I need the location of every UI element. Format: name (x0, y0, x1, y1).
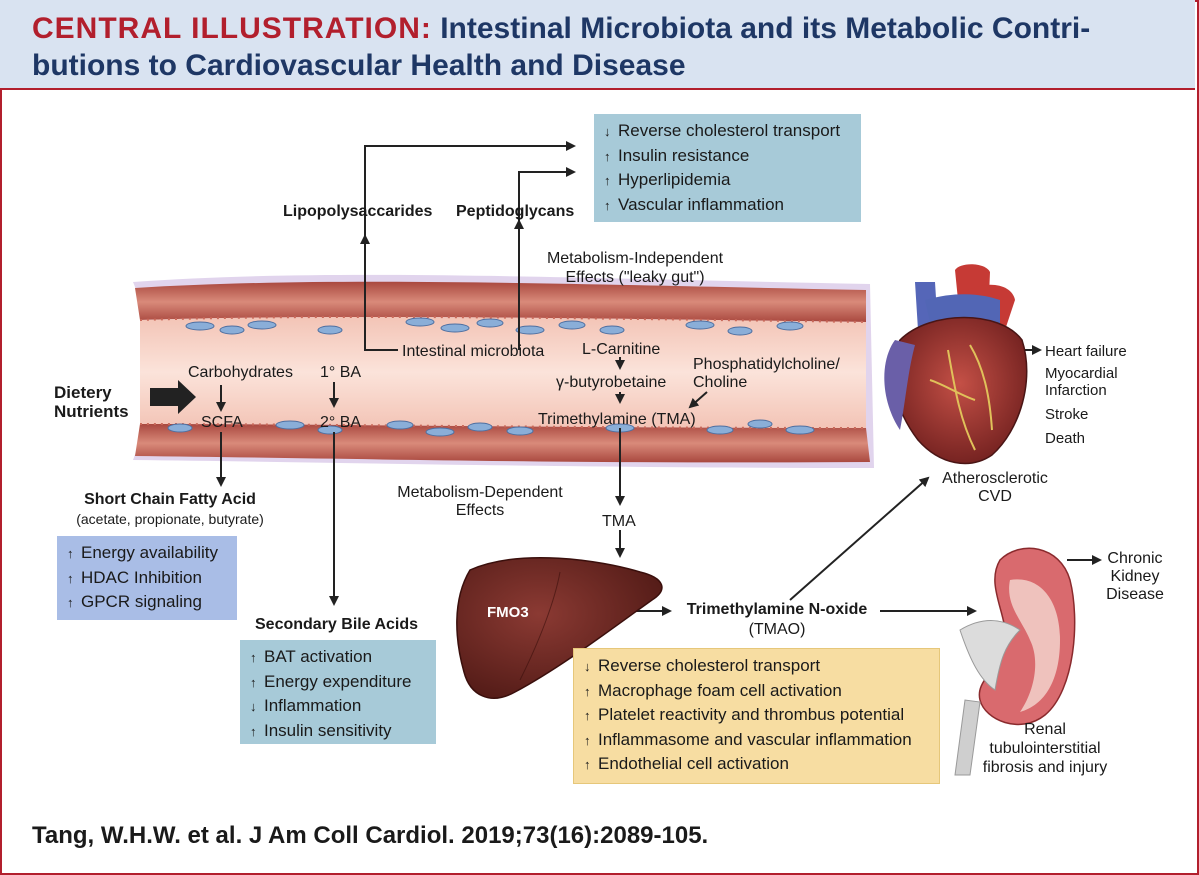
label-death: Death (1045, 430, 1086, 447)
box-item: ↓Reverse cholesterol transport (584, 656, 821, 675)
metab-dep-line1: Metabolism-Dependent (397, 484, 563, 501)
dietary-line2: Nutrients (54, 402, 129, 421)
mi-line2: Infarction (1045, 382, 1107, 399)
box-item: ↑GPCR signaling (67, 592, 202, 611)
kidney-illustration (954, 547, 1076, 776)
box-item: ↓Inflammation (250, 696, 362, 715)
title-main: Intestinal Microbiota and its Metabolic … (440, 12, 1091, 45)
box-item: ↑Energy expenditure (250, 671, 412, 691)
label-ckd: Chronic Kidney Disease (1100, 550, 1170, 604)
label-lipopolysaccharides: Lipopolysaccarides (283, 203, 433, 220)
label-dietary-nutrients: Dietery Nutrients (54, 383, 129, 421)
liver-illustration (456, 557, 663, 699)
metab-indep-line2: Effects ("leaky gut") (565, 269, 705, 286)
box-item: ↑Vascular inflammation (604, 194, 784, 214)
dietary-line1: Dietery (54, 383, 112, 402)
renal-line2: tubulointerstitial (989, 740, 1101, 757)
athero-line2: CVD (978, 488, 1012, 505)
metab-dep-line2: Effects (455, 502, 505, 519)
ckd-line1: Chronic (1107, 550, 1163, 567)
ckd-line3: Disease (1106, 586, 1164, 603)
mi-line1: Myocardial (1045, 365, 1118, 382)
label-1-ba: 1° BA (320, 364, 362, 381)
box-item: ↓Reverse cholesterol transport (604, 121, 841, 140)
renal-line1: Renal (1024, 721, 1066, 738)
box-item: ↑Platelet reactivity and thrombus potent… (584, 705, 905, 724)
box-item: ↑Insulin resistance (604, 145, 750, 165)
label-2-ba: 2° BA (320, 414, 362, 431)
box-leaky-gut-effects: ↓Reverse cholesterol transport ↑Insulin … (594, 114, 861, 222)
label-heart-failure: Heart failure (1045, 343, 1127, 360)
box-item: ↑Endothelial cell activation (584, 754, 789, 773)
label-metabolism-independent: Metabolism-Independent Effects ("leaky g… (530, 249, 740, 287)
label-stroke: Stroke (1045, 406, 1089, 423)
renal-line3: fibrosis and injury (982, 759, 1108, 776)
box-item: ↑Inflammasome and vascular inflammation (584, 729, 912, 749)
phosphatidyl-line1: Phosphatidylcholine/ (693, 356, 840, 373)
label-scfa-sub: (acetate, propionate, butyrate) (76, 511, 264, 527)
box-item: ↑HDAC Inhibition (67, 567, 202, 587)
intestine-illustration (133, 274, 874, 468)
figure-title: CENTRAL ILLUSTRATION: Intestinal Microbi… (32, 10, 1172, 84)
box-item: ↑Hyperlipidemia (604, 170, 731, 189)
label-tma: TMA (602, 513, 636, 530)
connector-arrows (216, 141, 1102, 616)
label-scfa: SCFA (201, 414, 243, 431)
label-renal: Renal tubulointerstitial fibrosis and in… (960, 720, 1130, 777)
label-tmao: Trimethylamine N-oxide (TMAO) (672, 600, 882, 640)
label-tma-full: Trimethylamine (TMA) (538, 411, 696, 428)
label-metabolism-dependent: Metabolism-Dependent Effects (380, 484, 580, 520)
label-scfa-title: Short Chain Fatty Acid (84, 491, 256, 508)
label-secondary-bile-acids: Secondary Bile Acids (255, 616, 419, 633)
tmao-line2: (TMAO) (748, 621, 806, 638)
box-item: ↑Insulin sensitivity (250, 720, 392, 740)
box-item: ↑Energy availability (67, 543, 219, 562)
header-banner: CENTRAL ILLUSTRATION: Intestinal Microbi… (0, 0, 1195, 90)
ckd-line2: Kidney (1110, 568, 1160, 585)
box-scfa-effects: ↑Energy availability ↑HDAC Inhibition ↑G… (57, 536, 237, 620)
label-phosphatidylcholine: Phosphatidylcholine/ Choline (693, 356, 840, 392)
label-atherosclerotic-cvd: Atherosclerotic CVD (925, 470, 1065, 506)
label-gamma-butyrobetaine: γ-butyrobetaine (556, 374, 667, 391)
title-prefix: CENTRAL ILLUSTRATION: (32, 12, 432, 45)
tmao-line1: Trimethylamine N-oxide (686, 601, 868, 618)
label-carbohydrates: Carbohydrates (188, 364, 293, 381)
label-peptidoglycans: Peptidoglycans (456, 203, 575, 220)
box-item: ↑BAT activation (250, 647, 373, 666)
athero-line1: Atherosclerotic (942, 470, 1048, 487)
label-intestinal-microbiota: Intestinal microbiota (402, 343, 545, 360)
title-main-line2: butions to Cardiovascular Health and Dis… (32, 49, 686, 82)
citation: Tang, W.H.W. et al. J Am Coll Cardiol. 2… (32, 822, 709, 849)
box-bile-effects: ↑BAT activation ↑Energy expenditure ↓Inf… (240, 640, 436, 744)
box-tmao-effects: ↓Reverse cholesterol transport ↑Macropha… (573, 648, 940, 784)
phosphatidyl-line2: Choline (693, 374, 748, 391)
metab-indep-line1: Metabolism-Independent (546, 250, 724, 267)
dietary-arrow (150, 380, 196, 414)
box-item: ↑Macrophage foam cell activation (584, 680, 842, 700)
heart-illustration (884, 264, 1028, 465)
label-myocardial-infarction: Myocardial Infarction (1045, 365, 1118, 399)
label-fmo3: FMO3 (487, 604, 529, 621)
label-l-carnitine: L-Carnitine (582, 341, 661, 358)
